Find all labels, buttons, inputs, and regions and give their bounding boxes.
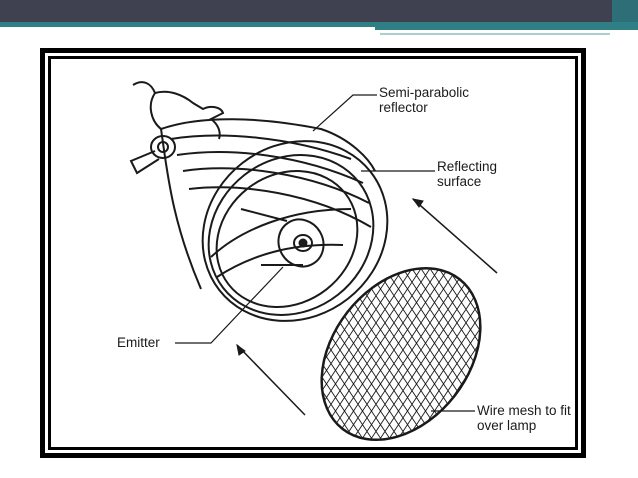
- label-wire-mesh-line1: Wire mesh to fit: [477, 403, 571, 418]
- leader-semi-parabolic: [312, 94, 377, 132]
- semi-parabolic-reflector: [160, 118, 376, 172]
- leader-emitter: [175, 266, 284, 344]
- wire-mesh: [288, 237, 514, 451]
- label-reflecting-line2: surface: [437, 174, 482, 189]
- lamp-illustration: [129, 81, 514, 451]
- label-reflecting-surface: Reflecting surface: [437, 159, 497, 189]
- label-semi-parabolic-reflector: Semi-parabolic reflector: [379, 85, 469, 115]
- arrow-to-lamp: [236, 344, 306, 416]
- label-semi-parabolic-line1: Semi-parabolic: [379, 85, 470, 100]
- power-cord: [132, 81, 156, 94]
- clamp-knob: [129, 135, 176, 175]
- reflector-rim: [201, 140, 389, 322]
- lamp-socket: [154, 90, 225, 140]
- label-emitter: Emitter: [117, 335, 160, 350]
- arrow-to-mesh: [412, 198, 498, 274]
- label-semi-parabolic-line2: reflector: [379, 100, 428, 115]
- diagram-frame: Semi-parabolic reflector Reflecting surf…: [40, 48, 586, 458]
- reflecting-surface: [215, 170, 359, 308]
- slide-header-bar: [0, 0, 638, 35]
- emitter: [240, 208, 325, 268]
- label-wire-mesh-line2: over lamp: [477, 418, 537, 433]
- label-reflecting-line1: Reflecting: [437, 159, 498, 174]
- label-wire-mesh: Wire mesh to fit over lamp: [477, 403, 571, 433]
- diagram-canvas: Semi-parabolic reflector Reflecting surf…: [51, 59, 575, 451]
